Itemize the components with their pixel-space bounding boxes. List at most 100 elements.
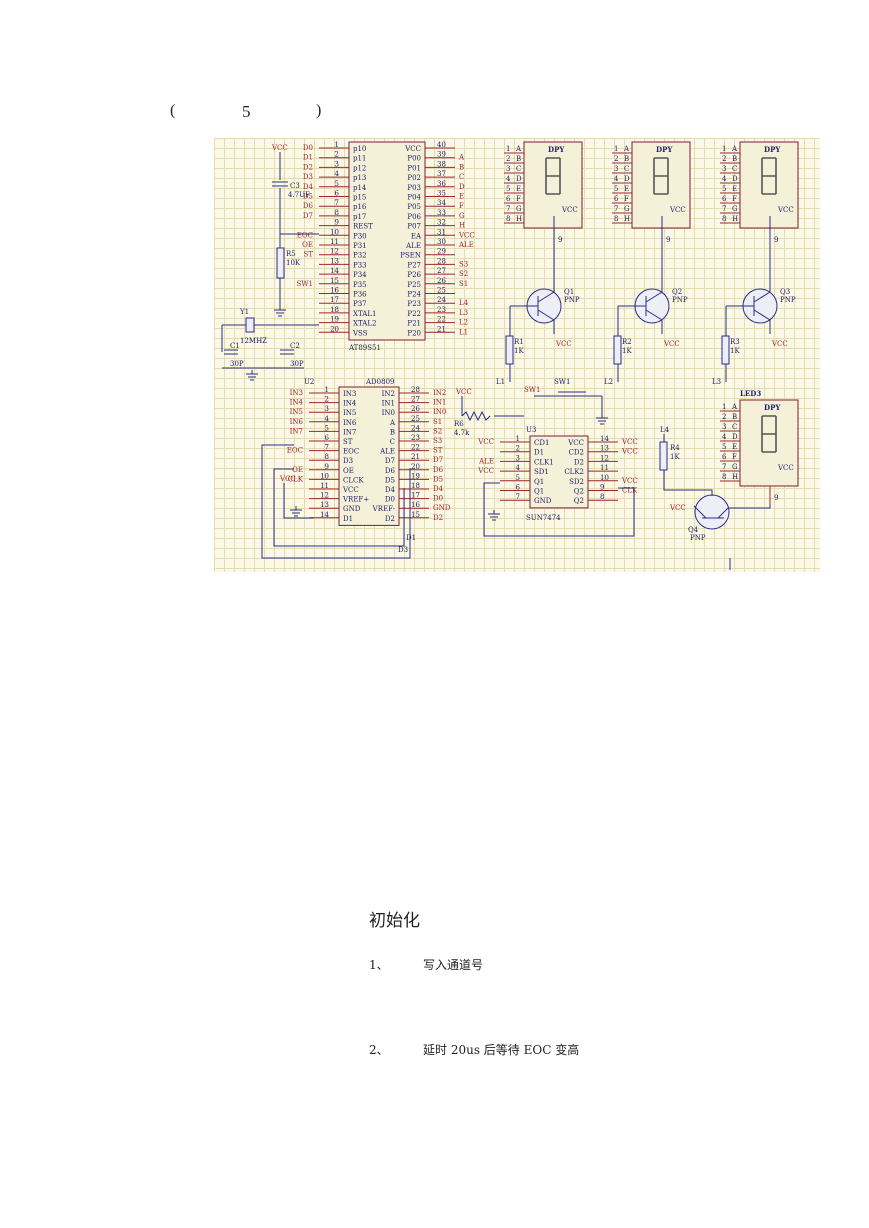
wire [261, 444, 411, 559]
display-pin-number: 8 [722, 473, 726, 481]
adc-net-label: IN5 [290, 408, 303, 416]
flipflop-pin-number: 8 [600, 493, 604, 501]
display-common-pin-number: 9 [774, 236, 778, 244]
adc-net-label: D5 [433, 475, 443, 483]
adc-pin-name: GND [343, 505, 361, 513]
mcu-pin-name: P33 [353, 261, 367, 269]
mcu-pin-name: P24 [407, 291, 421, 299]
adc-net-label: S1 [433, 418, 442, 426]
mcu-pin-number: 10 [330, 228, 339, 236]
mcu-pin-number: 26 [437, 277, 446, 285]
mcu-net-label: L3 [459, 309, 468, 317]
mcu-pin-number: 27 [437, 267, 446, 275]
adc-pin-number: 9 [325, 463, 329, 471]
mcu-net-label: D2 [303, 163, 313, 171]
step-number: 1、 [369, 958, 389, 972]
mcu-net-label: S2 [459, 270, 468, 278]
adc-net-label: IN2 [433, 389, 446, 397]
mcu-pin-number: 35 [437, 190, 446, 198]
display-segment-label: G [732, 205, 738, 213]
seven-seg-display-4 [739, 399, 799, 487]
mcu-net-label: H [459, 222, 465, 230]
transistor-type: PNP [780, 296, 796, 304]
adc-net-label: GND [433, 504, 451, 512]
flipflop-net-label: VCC [621, 438, 638, 446]
mcu-pin-number: 20 [330, 325, 339, 333]
section-title: 初始化 [369, 911, 420, 931]
flipflop-pin-number: 3 [516, 454, 520, 462]
mcu-pin-name: P27 [407, 261, 421, 269]
adc-net-label: IN6 [290, 418, 304, 426]
mcu-pin-number: 8 [335, 209, 339, 217]
adc-net-label: IN0 [433, 408, 446, 416]
mcu-pin-name: P02 [407, 174, 421, 182]
mcu-pin-number: 19 [330, 316, 339, 324]
mcu-pin-name: P31 [353, 242, 367, 250]
mcu-body [348, 141, 426, 341]
adc-net-label: D3 [398, 546, 408, 554]
mcu-pin-name: P23 [407, 300, 421, 308]
adc-pin-name: VREF- [372, 505, 396, 513]
wire [728, 504, 771, 509]
mcu-pin-number: 22 [437, 316, 446, 324]
mcu-pin-number: 16 [330, 287, 339, 295]
display-segment-label: H [624, 215, 630, 223]
display-pin-number: 6 [722, 453, 727, 461]
driver-net-label: L1 [496, 378, 505, 386]
mcu-pin-name: PSEN [400, 252, 421, 260]
caption-close-paren: ) [316, 102, 322, 119]
adc-pin-name: OE [343, 467, 354, 475]
adc-pin-number: 10 [320, 472, 329, 480]
mcu-net-label: G [459, 212, 465, 220]
resistor-value: 1K [622, 347, 632, 355]
flipflop-body [529, 435, 589, 509]
figure-caption: ( 5 ) [170, 102, 330, 124]
display-segment-label: G [516, 205, 522, 213]
mcu-net-label: D [459, 183, 465, 191]
display-name-led3: LED3 [740, 389, 761, 398]
mcu-net-label: S3 [459, 260, 468, 268]
transistor-ref: Q1 [564, 288, 574, 296]
mcu-net-label: D1 [303, 154, 313, 162]
display-pin-number: 2 [506, 155, 510, 163]
transistor-collector [537, 291, 555, 303]
display-segment-label: A [731, 403, 738, 411]
c1-ref: C1 [230, 342, 240, 350]
flipflop-net-label: ALE [478, 457, 494, 465]
display-common-pin-number: 9 [774, 494, 778, 502]
flipflop-pin-number: 5 [516, 474, 520, 482]
mcu-net-label: SW1 [297, 280, 313, 288]
display-pin-number: 7 [506, 205, 510, 213]
display-pin-number: 4 [722, 175, 727, 183]
display-segment-label: D [732, 433, 738, 441]
display-segment-label: B [732, 413, 737, 421]
mcu-net-label: D6 [303, 202, 314, 210]
display-pin-number: 5 [722, 443, 726, 451]
transistor-ref: Q2 [672, 288, 682, 296]
display-pin-number: 7 [722, 205, 726, 213]
adc-pin-name: IN0 [382, 409, 395, 417]
mcu-pin-name: p14 [353, 184, 367, 192]
c3-ref: C3 [290, 182, 300, 190]
mcu-net-label: EOC [297, 231, 313, 239]
mcu-pin-number: 25 [437, 287, 446, 295]
mcu-pin-number: 38 [437, 160, 446, 168]
display-segment-label: B [516, 155, 521, 163]
driver-net-label: L4 [660, 426, 670, 434]
flipflop-pin-name: SD2 [569, 478, 584, 486]
flipflop-pin-number: 11 [600, 464, 609, 472]
flipflop-pin-name: GND [534, 497, 552, 505]
adc-pin-number: 12 [320, 492, 329, 500]
adc-pin-name: B [390, 428, 395, 436]
mcu-pin-number: 1 [335, 141, 339, 149]
mcu-pin-name: P04 [407, 194, 421, 202]
display-pin-number: 4 [506, 175, 511, 183]
adc-pin-number: 23 [411, 434, 420, 442]
adc-pin-number: 2 [325, 396, 329, 404]
wire [483, 482, 635, 537]
mcu-pin-number: 6 [335, 190, 340, 198]
adc-net-label: S2 [433, 427, 442, 435]
vcc-label: VCC [669, 504, 686, 512]
flipflop-pin-number: 2 [516, 445, 520, 453]
adc-pin-name: ALE [379, 448, 395, 456]
